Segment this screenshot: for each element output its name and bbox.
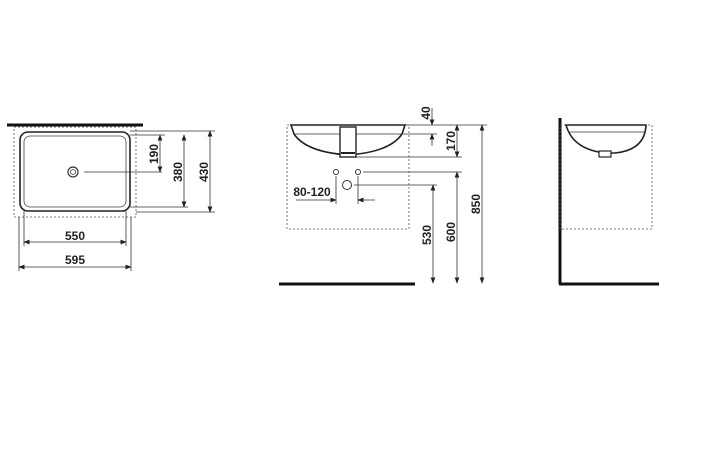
tap-hole-icon (355, 169, 361, 175)
siphon (598, 150, 612, 158)
dim-430: 430 (197, 162, 211, 182)
dim-600: 600 (444, 222, 458, 242)
dim-530: 530 (420, 225, 434, 245)
basin-inner (23, 135, 127, 208)
drain-icon (67, 166, 79, 178)
basin-section (564, 124, 647, 154)
cabinet-outline (13, 126, 137, 218)
tap-hole-icon (333, 169, 339, 175)
top-view: 190 380 430 550 595 (7, 123, 215, 271)
dim-80-120: 80-120 (293, 185, 331, 199)
dim-190: 190 (147, 144, 161, 164)
basin-outer (19, 131, 131, 212)
dim-595: 595 (65, 253, 85, 267)
siphon (339, 126, 357, 158)
dim-850: 850 (469, 194, 483, 214)
dim-550: 550 (65, 229, 85, 243)
dim-380: 380 (171, 162, 185, 182)
dim-170: 170 (444, 131, 458, 151)
front-view: 80-120 40 170 850 600 530 (279, 106, 487, 286)
side-view (558, 118, 659, 286)
dim-40: 40 (419, 106, 433, 120)
waste-outlet-icon (342, 180, 352, 190)
